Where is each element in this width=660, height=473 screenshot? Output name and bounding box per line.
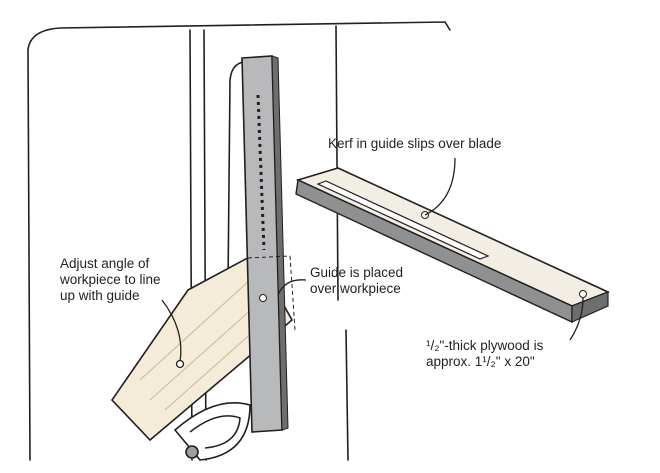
kerf-label: Kerf in guide slips over blade bbox=[328, 136, 502, 151]
plywood-guide bbox=[295, 167, 611, 324]
adjust-label-3: up with guide bbox=[60, 288, 140, 303]
plywood-label-2: approx. 1¹/₂" x 20" bbox=[426, 354, 535, 369]
adjust-label-2: workpiece to line bbox=[60, 272, 161, 287]
guide-label-2: over workpiece bbox=[310, 281, 401, 296]
plywood-label-1: ¹/₂"-thick plywood is bbox=[426, 338, 544, 353]
adjust-label-1: Adjust angle of bbox=[60, 256, 150, 271]
guide-label-1: Guide is placed bbox=[310, 265, 404, 280]
right-slot bbox=[335, 25, 349, 461]
leader-lines bbox=[161, 157, 584, 369]
guide-on-saw bbox=[241, 55, 296, 433]
miter-gauge bbox=[173, 402, 251, 461]
saw-table-outline bbox=[27, 21, 451, 461]
